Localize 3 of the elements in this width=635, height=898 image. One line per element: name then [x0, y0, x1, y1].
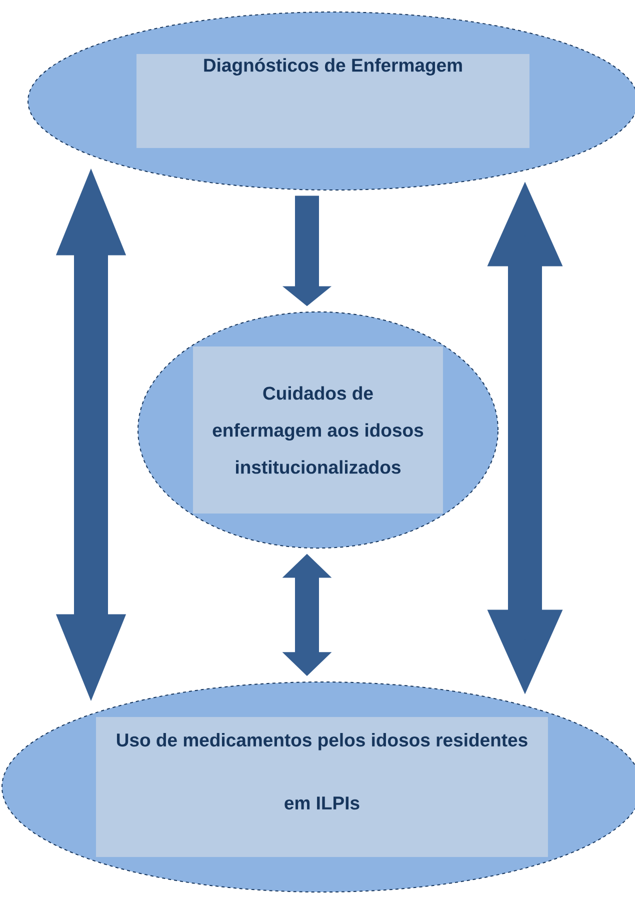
ellipse-panel: Diagnósticos de Enfermagem [28, 12, 635, 190]
ellipse-panel: Uso de medicamentos pelos idosos residentes em ILPIs [2, 682, 635, 892]
ellipse-panel: Cuidados de enfermagem aos idosos institucionalizados [138, 311, 498, 549]
